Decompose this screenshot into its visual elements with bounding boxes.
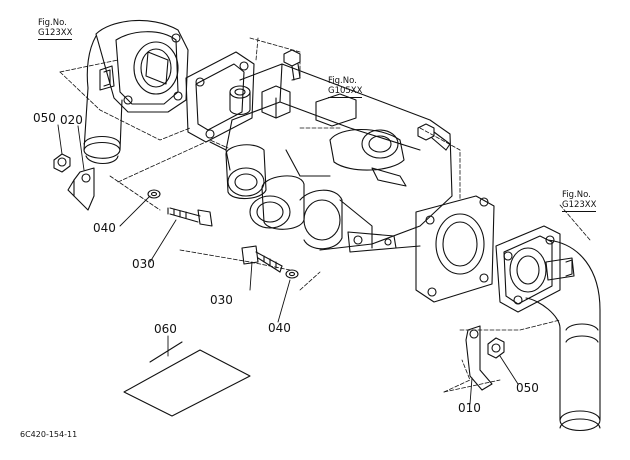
part-label-060: 060 — [154, 322, 177, 336]
part-label-040-left: 040 — [93, 221, 116, 235]
part-030-bolt-left — [168, 208, 212, 226]
part-label-020: 020 — [60, 113, 83, 127]
part-050-nut-right — [488, 338, 504, 358]
figure-ref-label: Fig.No. — [562, 190, 591, 200]
right-water-flange-elbow — [496, 226, 600, 431]
figure-ref-label: Fig.No. — [38, 18, 67, 28]
figure-ref-right: Fig.No. G123XX — [562, 190, 597, 212]
figure-ref-code: G123XX — [38, 28, 73, 40]
stud-bolt-right — [418, 124, 450, 150]
figure-ref-top-left: Fig.No. G123XX — [38, 18, 73, 40]
figure-ref-code: G123XX — [562, 200, 597, 212]
part-label-050-left: 050 — [33, 111, 56, 125]
part-030-bolt-center — [242, 246, 282, 272]
part-040-washer-left — [148, 190, 160, 198]
stud-bolt-top — [284, 50, 300, 80]
part-010-bracket-right — [466, 326, 492, 390]
part-label-050-right: 050 — [516, 381, 539, 395]
part-label-010: 010 — [458, 401, 481, 415]
drawing-number: 6C420-154-11 — [20, 430, 78, 439]
left-water-flange-elbow — [84, 20, 188, 163]
figure-ref-center: Fig.No. G105XX — [328, 76, 363, 98]
part-040-washer-center — [286, 270, 298, 278]
part-label-030-left: 030 — [132, 257, 155, 271]
figure-ref-code: G105XX — [328, 86, 363, 98]
part-label-040-center: 040 — [268, 321, 291, 335]
label-leaders — [58, 125, 518, 404]
part-050-nut-left — [54, 154, 70, 172]
water-manifold-body — [186, 52, 494, 302]
part-label-030-center: 030 — [210, 293, 233, 307]
figure-ref-label: Fig.No. — [328, 76, 357, 86]
part-020-bracket-left — [68, 168, 94, 210]
leader-lines — [60, 38, 590, 392]
part-060-gasket-sheet — [124, 342, 250, 416]
